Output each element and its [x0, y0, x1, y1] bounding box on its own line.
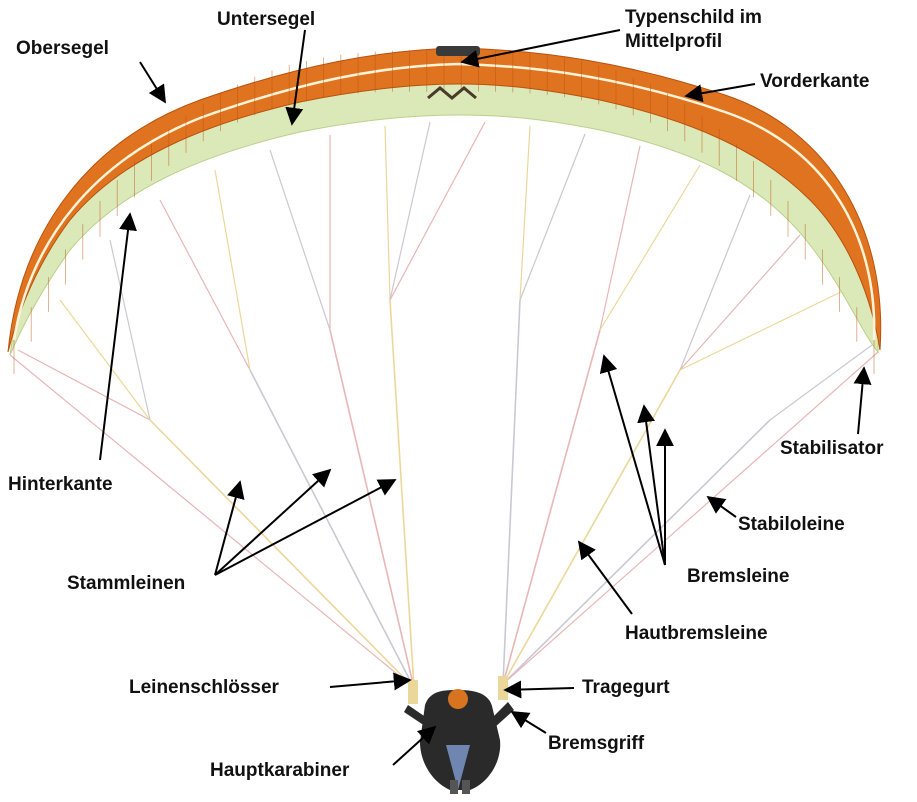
arrow-leinenschloesser — [330, 680, 410, 687]
label-stabiloleine: Stabiloleine — [738, 514, 845, 536]
label-leinenschloesser: Leinenschlösser — [129, 677, 279, 699]
arrow-stammleinen-3 — [215, 480, 395, 575]
cascade-line — [770, 345, 872, 420]
label-vorderkante: Vorderkante — [760, 71, 869, 93]
cascade-line — [385, 126, 390, 300]
main-line — [503, 300, 520, 684]
arrow-stabilisator — [858, 368, 864, 434]
pilot-icon — [404, 676, 514, 794]
label-bremsgriff: Bremsgriff — [548, 733, 644, 755]
label-hauptkarabiner: Hauptkarabiner — [210, 760, 349, 782]
label-tragegurt: Tragegurt — [582, 677, 670, 699]
arrow-bremsgriff — [512, 712, 546, 733]
label-untersegel: Untersegel — [217, 9, 315, 31]
stabilo-line — [10, 355, 414, 688]
canopy — [8, 46, 881, 374]
cascade-line — [680, 290, 845, 370]
main-line — [503, 330, 600, 684]
arrow-obersegel — [140, 62, 165, 102]
cascade-line — [215, 170, 250, 370]
suspension-lines — [10, 122, 878, 688]
arrow-bremsleine-1 — [604, 356, 665, 565]
label-typenschild-line2: Mittelprofil — [625, 30, 762, 54]
main-line — [390, 300, 414, 688]
main-line — [250, 370, 414, 688]
arrow-hautbremsleine — [579, 542, 632, 614]
arrow-stammleinen-1 — [215, 482, 240, 575]
cascade-line — [18, 350, 150, 420]
main-line — [330, 330, 414, 688]
typenschild-patch — [436, 46, 480, 56]
label-stammleinen: Stammleinen — [67, 573, 185, 595]
label-hautbremsleine: Hautbremsleine — [625, 623, 768, 645]
cascade-line — [520, 126, 530, 300]
label-typenschild-line1: Typenschild im — [625, 6, 762, 30]
cascade-line — [270, 150, 330, 330]
label-obersegel: Obersegel — [16, 38, 109, 60]
cascade-line — [390, 122, 430, 300]
arrow-tragegurt — [505, 688, 574, 690]
label-stabilisator: Stabilisator — [780, 438, 883, 460]
cascade-line — [680, 195, 750, 370]
cascade-line — [600, 146, 640, 330]
label-hinterkante: Hinterkante — [8, 474, 113, 496]
label-typenschild: Typenschild im Mittelprofil — [625, 6, 762, 54]
arrow-stabiloleine — [708, 497, 736, 517]
cascade-line — [160, 200, 250, 370]
cascade-line — [520, 134, 585, 300]
cascade-line — [680, 235, 800, 370]
cascade-line — [390, 122, 485, 300]
main-line — [150, 420, 414, 688]
cascade-line — [600, 165, 700, 330]
arrow-hinterkante — [100, 214, 130, 460]
label-bremsleine: Bremsleine — [687, 566, 789, 588]
